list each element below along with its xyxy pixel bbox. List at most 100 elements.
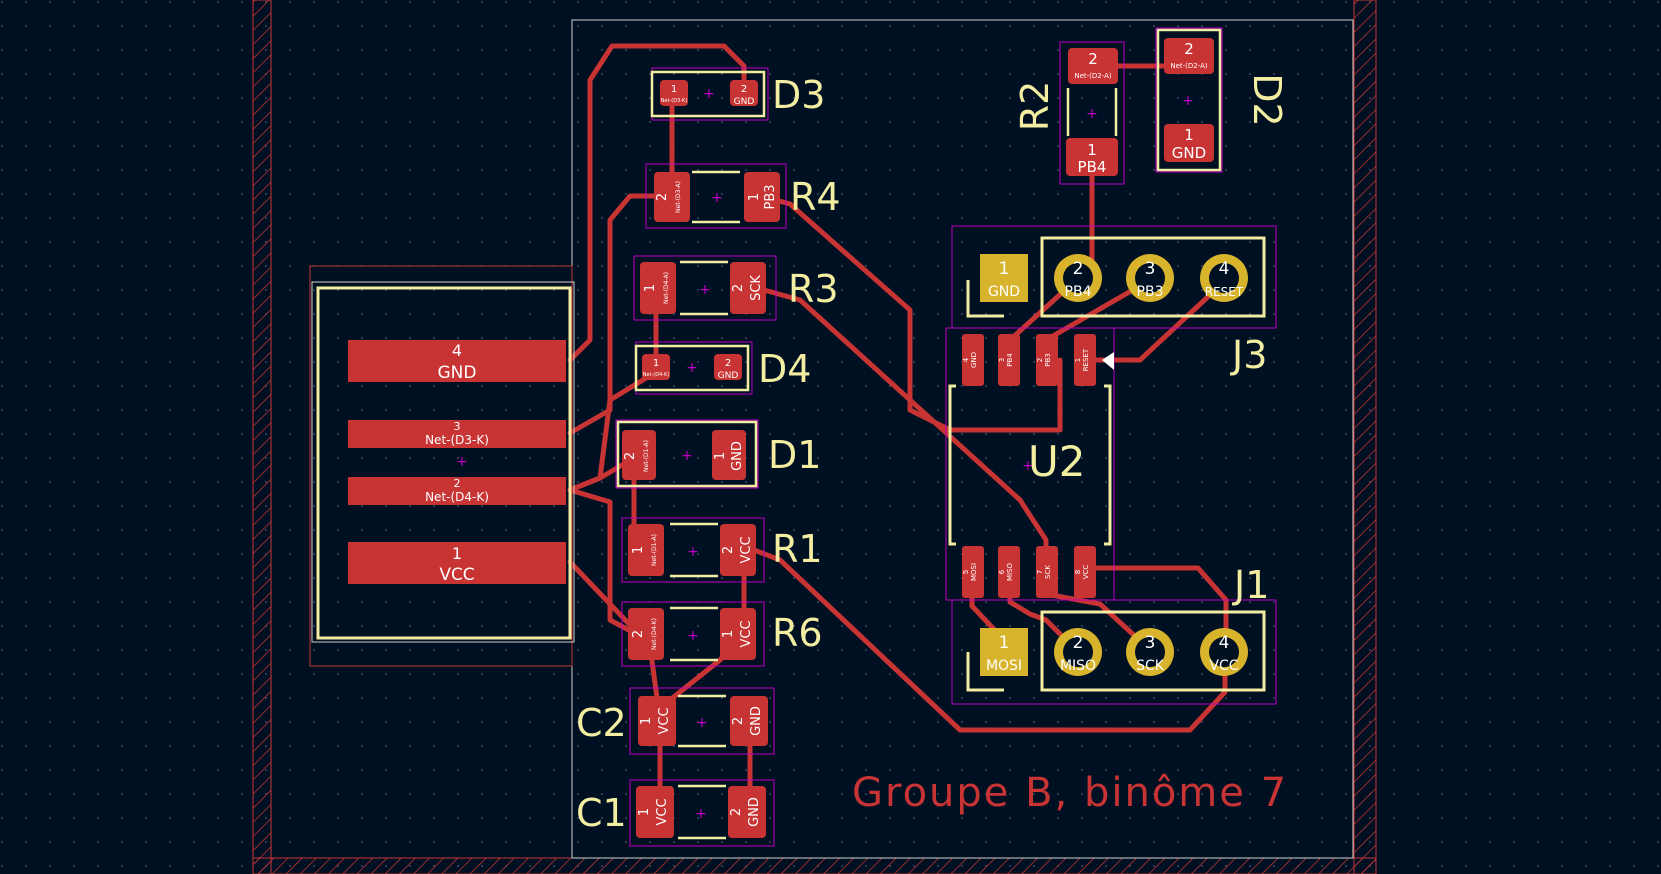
j3-pin-4-net: RESET <box>1205 285 1244 299</box>
component-r6[interactable]: 2 Net-(D4-K) 1 VCC + R6 <box>621 601 823 667</box>
u2-pad-6[interactable] <box>998 546 1020 598</box>
d3-pad-2[interactable] <box>730 80 758 106</box>
d2-pad-1[interactable] <box>1164 124 1214 162</box>
d3-pad-1[interactable] <box>660 80 688 106</box>
component-d1[interactable]: 2 Net-(D1-A) 1 GND + D1 <box>615 419 821 489</box>
connector-center-mark: + <box>456 454 468 470</box>
connector-footprint[interactable]: 4 GND 3 Net-(D3-K) + 2 Net-(D4-K) 1 VCC <box>309 265 575 667</box>
c2-pad-1-num: 1 <box>639 717 654 725</box>
u2-pad-5-num: 5 <box>962 570 970 574</box>
r6-pad-2[interactable] <box>628 608 664 660</box>
u2-pad-3[interactable] <box>998 334 1020 386</box>
d2-pad-2[interactable] <box>1164 38 1214 74</box>
j1-silkscreen <box>1040 610 1266 692</box>
r1-pad-1-net: Net-(D1-A) <box>651 534 658 566</box>
c1-reference: C1 <box>576 791 627 835</box>
component-r1[interactable]: 1 Net-(D1-A) 2 VCC + R1 <box>621 517 823 583</box>
j1-pin-1-net: MOSI <box>986 658 1022 674</box>
u2-pad-2[interactable] <box>1036 334 1058 386</box>
connector-silkscreen <box>316 286 572 640</box>
component-c1[interactable]: 1 VCC 2 GND + C1 <box>576 779 775 847</box>
u2-pad-4[interactable] <box>962 334 984 386</box>
connector-pad-1[interactable] <box>348 542 566 584</box>
c1-pad-2-num: 2 <box>729 808 744 816</box>
r4-pad-1[interactable] <box>744 172 780 222</box>
c1-courtyard <box>629 779 775 847</box>
d2-pad-2-net: Net-(D2-A) <box>1170 62 1208 70</box>
r1-pad-1[interactable] <box>628 524 664 576</box>
connector-pad-4[interactable] <box>348 340 566 382</box>
d1-reference: D1 <box>768 433 821 477</box>
r6-pad-1-num: 1 <box>721 630 736 638</box>
connector-pad-2[interactable] <box>348 477 566 505</box>
component-d4[interactable]: 1 Net-(D4-K) 2 GND + D4 <box>634 341 811 395</box>
d2-reference: D2 <box>1245 73 1289 126</box>
d2-pad-2-num: 2 <box>1184 40 1194 58</box>
r4-pad-2[interactable] <box>654 172 690 222</box>
u2-pad-8[interactable] <box>1074 546 1096 598</box>
u2-pad-5[interactable] <box>962 546 984 598</box>
j1-pin-2-hole <box>1063 637 1093 667</box>
j3-pin-1[interactable] <box>980 254 1028 302</box>
d1-pad-1-num: 1 <box>713 452 728 460</box>
c2-courtyard <box>629 687 775 755</box>
component-c2[interactable]: 1 VCC 2 GND + C2 <box>576 687 775 755</box>
u2-center-mark: + <box>1022 458 1034 474</box>
d1-pad-2[interactable] <box>622 430 656 480</box>
component-r2[interactable]: 2 Net-(D2-A) 1 PB4 + R2 <box>1013 41 1125 185</box>
r1-pad-2[interactable] <box>720 524 756 576</box>
connector-fab <box>311 281 575 643</box>
r6-pad-2-num: 2 <box>631 630 646 638</box>
j3-pin-2-hole <box>1063 263 1093 293</box>
j1-pin1-marker <box>966 652 1004 692</box>
u2-pad-7[interactable] <box>1036 546 1058 598</box>
c2-pad-1[interactable] <box>638 696 676 746</box>
component-d2[interactable]: 2 Net-(D2-A) 1 GND + D2 <box>1155 27 1289 173</box>
component-j1[interactable]: 1 MOSI 2 MISO 3 SCK 4 VCC J1 <box>951 563 1277 705</box>
d3-pad-1-net: Net-(D3-K) <box>661 98 688 104</box>
c2-reference: C2 <box>576 701 627 745</box>
r4-center-mark: + <box>711 190 723 206</box>
r1-courtyard <box>621 517 765 583</box>
u2-pad-1[interactable] <box>1074 334 1096 386</box>
c1-pad-1-net: VCC <box>655 798 670 825</box>
d4-pad-2-num: 2 <box>725 358 731 369</box>
connector-pad-2-net: Net-(D4-K) <box>425 490 489 504</box>
j1-reference: J1 <box>1232 563 1269 607</box>
c1-pad-1[interactable] <box>636 786 674 838</box>
c2-pad-2-num: 2 <box>731 717 746 725</box>
connector-pad-3[interactable] <box>348 420 566 448</box>
d3-reference: D3 <box>772 73 825 117</box>
j1-pin-1[interactable] <box>980 628 1028 676</box>
r4-pad-1-num: 1 <box>747 193 762 201</box>
d3-center-mark: + <box>703 86 715 102</box>
u2-pad-6-num: 6 <box>998 569 1006 574</box>
r3-pad-2-num: 2 <box>731 284 746 292</box>
component-r3[interactable]: 1 Net-(D4-A) 2 SCK + R3 <box>633 255 839 321</box>
r6-pad-1-net: VCC <box>739 620 754 647</box>
d4-pad-2-net: GND <box>718 371 739 381</box>
u2-pin1-marker <box>1102 352 1114 370</box>
r3-center-mark: + <box>699 282 711 298</box>
d4-pad-2[interactable] <box>714 354 742 380</box>
component-j3[interactable]: 1 GND 2 PB4 3 PB3 4 RESET J3 <box>951 225 1277 377</box>
r2-pad-1[interactable] <box>1066 138 1118 176</box>
component-d3[interactable]: 1 Net-(D3-K) 2 GND + D3 <box>650 67 825 121</box>
r3-pad-1-net: Net-(D4-A) <box>663 272 670 304</box>
d1-pad-1[interactable] <box>712 430 746 480</box>
u2-pad-7-num: 7 <box>1036 570 1044 574</box>
r6-courtyard <box>621 601 765 667</box>
c1-pad-2[interactable] <box>728 786 766 838</box>
r1-pad-2-net: VCC <box>739 536 754 563</box>
d4-pad-1[interactable] <box>642 354 670 380</box>
r6-pad-1[interactable] <box>720 608 756 660</box>
r2-pad-2[interactable] <box>1068 48 1118 84</box>
r3-pad-2[interactable] <box>730 262 766 314</box>
component-r4[interactable]: 2 Net-(D3-A) 1 PB3 + R4 <box>645 163 841 229</box>
d3-pad-1-num: 1 <box>671 84 677 95</box>
connector-pad-2-num: 2 <box>454 477 461 490</box>
r3-pad-1[interactable] <box>640 262 676 314</box>
c2-pad-2[interactable] <box>730 696 768 746</box>
